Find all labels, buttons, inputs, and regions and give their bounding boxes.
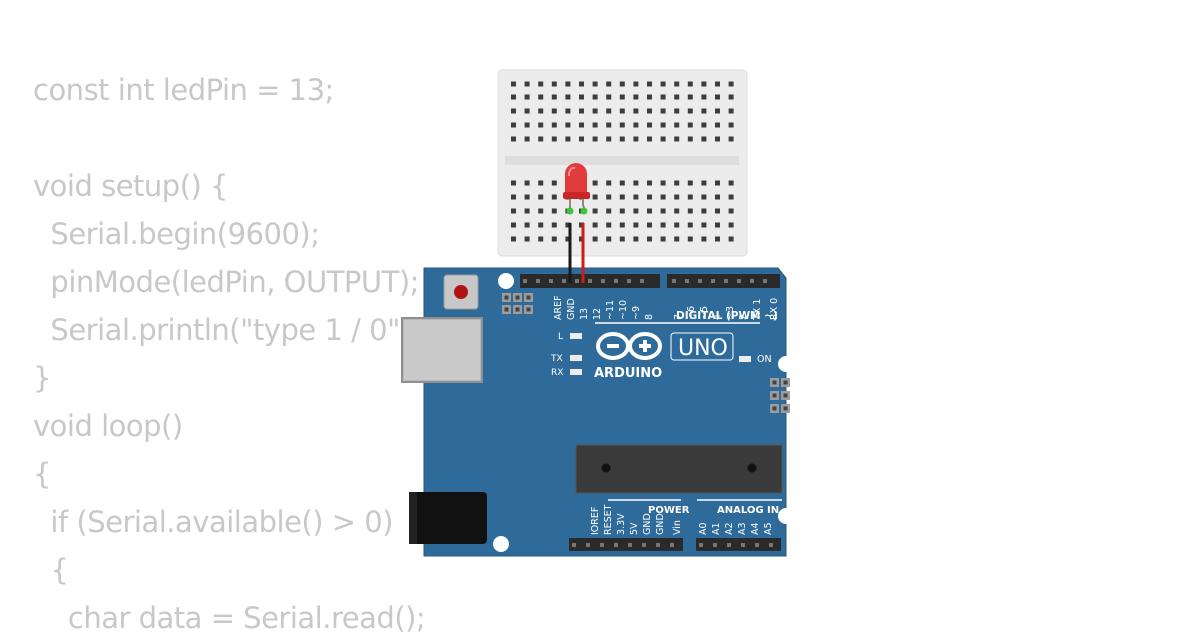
pin-label: 5V [629, 522, 640, 535]
uno-model-text: UNO [678, 336, 728, 361]
pin-label: 13 [579, 308, 590, 320]
code-line[interactable]: { [33, 457, 51, 491]
pin-label: ~10 [618, 300, 629, 320]
on-led-label: ON [757, 354, 772, 365]
pin-label: TX 1 [752, 299, 763, 321]
pin-label: GND [642, 513, 653, 535]
code-line[interactable]: char data = Serial.read(); [33, 601, 426, 635]
pin-label: GND [655, 513, 666, 535]
pin-label: A0 [698, 522, 709, 535]
breadboard[interactable] [497, 69, 748, 257]
power-header-label: POWER [648, 505, 690, 516]
pin-label: 2 [738, 314, 749, 320]
pin-label: 3.3V [616, 513, 627, 535]
arduino-brand-text: ARDUINO [594, 366, 662, 381]
code-line[interactable]: const int ledPin = 13; [33, 73, 334, 107]
digital-header-label: DIGITAL (PWM ~) [676, 310, 778, 322]
led-pin-anode [580, 207, 588, 215]
code-line[interactable]: pinMode(ledPin, OUTPUT); [33, 265, 419, 299]
power-jack [409, 492, 487, 544]
pin-label: A2 [724, 522, 735, 535]
analog-header [696, 538, 781, 551]
arduino-infinity-logo [596, 332, 662, 360]
pin-label: 7 [673, 314, 684, 320]
pin-label: ~9 [631, 306, 642, 320]
pin-label: A5 [763, 522, 774, 535]
pin-label: IOREF [590, 507, 601, 535]
pin-label: RESET [603, 504, 614, 535]
code-line[interactable]: { [33, 553, 69, 587]
red-led[interactable] [563, 163, 590, 215]
code-line[interactable]: if (Serial.available() > 0) [33, 505, 394, 539]
pin-label: A1 [711, 522, 722, 535]
icsp-header-usb [502, 293, 533, 314]
uno-badge [670, 332, 734, 361]
pin-label: ~11 [605, 300, 616, 320]
led-tx-label: TX [550, 354, 563, 364]
code-line[interactable]: } [33, 361, 51, 395]
pin-label: Vin [672, 520, 683, 535]
digital-header-2 [667, 274, 780, 288]
pin-label: 4 [712, 314, 723, 320]
code-line[interactable]: void loop() [33, 409, 183, 443]
icsp-header [770, 378, 790, 413]
pin-label: GND [566, 298, 577, 320]
code-line[interactable]: Serial.begin(9600); [33, 217, 320, 251]
led-l-label: L [558, 332, 563, 342]
power-header [569, 538, 683, 551]
pin-label: A3 [737, 522, 748, 535]
led-rx-label: RX [551, 368, 563, 378]
pin-label: AREF [553, 295, 564, 320]
wires[interactable] [568, 223, 585, 283]
pin-label: 8 [644, 314, 655, 320]
pin-label: 12 [592, 308, 603, 320]
pin-label: ~5 [699, 306, 710, 320]
pin-label: ~6 [686, 306, 697, 320]
pin-label: RX 0 [769, 298, 780, 320]
analog-header-label: ANALOG IN [717, 505, 779, 516]
pin-label: ~3 [725, 306, 736, 320]
led-pin-cathode [566, 207, 574, 215]
pin-label: A4 [750, 522, 761, 535]
code-line[interactable]: void setup() { [33, 169, 229, 203]
